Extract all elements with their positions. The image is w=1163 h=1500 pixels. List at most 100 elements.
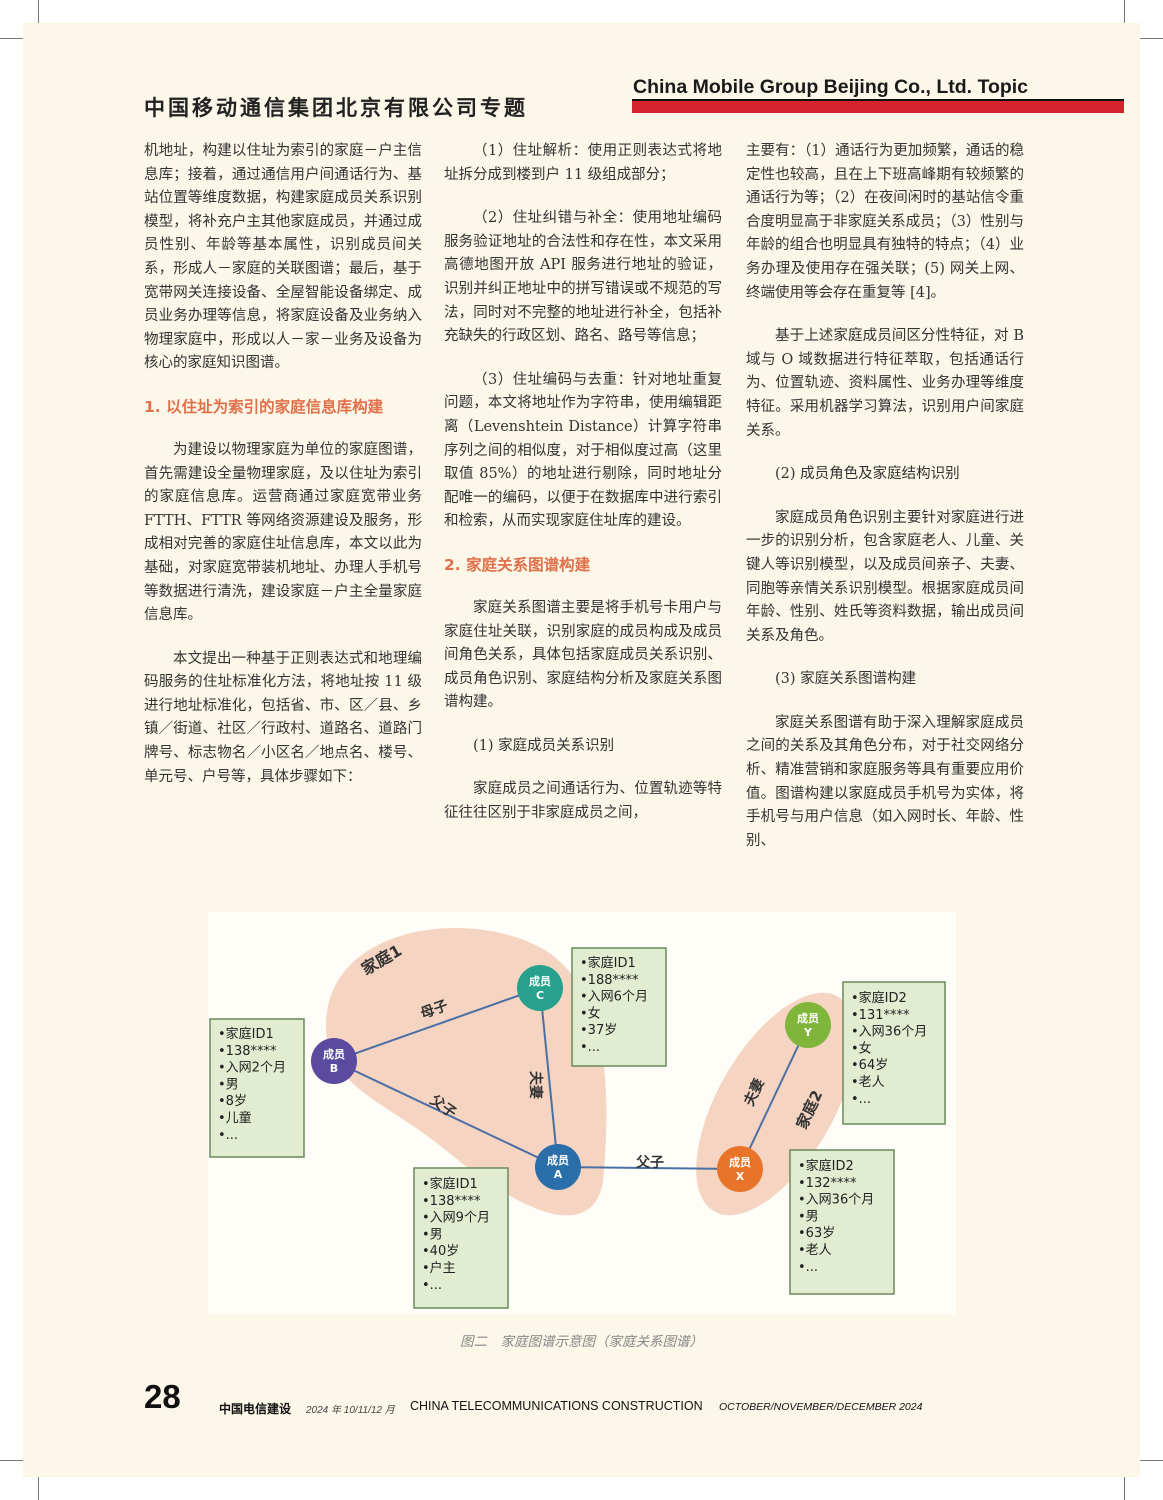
edge-a-c (539, 987, 559, 1168)
member-node-b: 成员 B (311, 1038, 357, 1084)
node-member-label: 成员 (547, 1153, 569, 1167)
issue-date-cn: 2024 年 10/11/12 月 (306, 1405, 395, 1416)
node-circle (517, 965, 563, 1011)
edge-b-c (333, 987, 541, 1062)
figure-caption: 图二 家庭图谱示意图（家庭关系图谱） (460, 1334, 703, 1350)
info-box-line: •... (580, 1040, 600, 1055)
paragraph: （2）住址纠错与补全：使用地址编码服务验证地址的合法性和存在性，本文采用高德地图… (444, 210, 722, 345)
family-graph-figure: 家庭1 家庭2 母子 夫妻 父子 父子 夫妻 成员 A 成员 B 成员 C 成员… (208, 912, 956, 1314)
info-box-line: •女 (851, 1040, 872, 1056)
header-red-bar (632, 99, 1124, 113)
paragraph: 家庭成员之间通话行为、位置轨迹等特征往往区别于非家庭成员之间， (444, 781, 722, 822)
info-box-line: •家庭ID1 (580, 955, 636, 971)
node-circle (785, 1002, 831, 1048)
info-box-line: •入网9个月 (422, 1211, 490, 1226)
info-box-line: •40岁 (422, 1244, 459, 1259)
node-circle (717, 1146, 763, 1192)
info-box-line: •8岁 (218, 1094, 247, 1109)
info-box-line: •... (851, 1092, 871, 1107)
paragraph: （1）住址解析：使用正则表达式将地址拆分成到楼到户 11 级组成部分； (444, 143, 722, 183)
edge-label-a-c: 夫妻 (527, 1071, 544, 1099)
info-box-line: •户主 (422, 1260, 456, 1276)
node-id: Y (803, 1026, 813, 1039)
info-box-b: •家庭ID1 •138**** •入网2个月•男 •8岁•儿童 •... (209, 1018, 305, 1158)
family-graph-diagram: 家庭1 家庭2 母子 夫妻 父子 父子 夫妻 成员 A 成员 B 成员 C 成员… (209, 928, 946, 1309)
info-box-line: •老人 (851, 1075, 885, 1090)
edge-label-a-x: 父子 (635, 1155, 664, 1171)
text-column-2: （1）住址解析：使用正则表达式将地址拆分成到楼到户 11 级组成部分； （2）住… (444, 140, 722, 826)
member-node-a: 成员 A (535, 1144, 581, 1190)
paragraph: 主要有：（1）通话行为更加频繁，通话的稳定性也较高，且在上下班高峰期有较频繁的通… (746, 143, 1024, 301)
info-box-line: •138**** (218, 1044, 277, 1059)
info-box-line: •132**** (798, 1176, 857, 1191)
member-node-x: 成员 X (717, 1146, 763, 1192)
section-heading-1: 1. 以住址为索引的家庭信息库构建 (144, 397, 384, 416)
info-box-line: •131**** (851, 1008, 910, 1023)
node-member-label: 成员 (797, 1011, 819, 1025)
paragraph: 为建设以物理家庭为单位的家庭图谱，首先需建设全量物理家庭，及以住址为索引的家庭信… (144, 441, 422, 624)
issue-date-en: OCTOBER/NOVEMBER/DECEMBER 2024 (719, 1401, 923, 1413)
crop-mark (1124, 0, 1125, 26)
info-box-line: •入网36个月 (798, 1193, 874, 1208)
crop-mark (1137, 1460, 1163, 1461)
page-number: 28 (144, 1378, 181, 1415)
crop-mark (0, 1460, 26, 1461)
node-member-label: 成员 (529, 974, 551, 988)
info-box-line: •138**** (422, 1194, 481, 1209)
node-id: X (736, 1170, 745, 1183)
info-box-y: •家庭ID2•131****•入网36个月•女•64岁•老人•... (842, 981, 946, 1125)
paragraph: （3）住址编码与去重：针对地址重复问题，本文将地址作为字符串，使用编辑距离（Le… (444, 371, 722, 530)
info-box-line: •... (422, 1278, 442, 1293)
paragraph: 家庭成员角色识别主要针对家庭进行进一步的识别分析，包含家庭老人、儿童、关键人等识… (746, 509, 1024, 644)
node-id: A (554, 1168, 563, 1181)
info-box-line: •男 (218, 1077, 239, 1092)
edge-a-b (333, 1060, 559, 1168)
magazine-name-cn: 中国电信建设 (219, 1402, 292, 1416)
info-box-line: •63岁 (798, 1226, 835, 1241)
info-box-a: •家庭ID1 •138**** •入网9个月•男 •40岁•户主 •... (413, 1167, 509, 1309)
crop-mark (0, 38, 26, 39)
info-box-line: •入网36个月 (851, 1025, 927, 1040)
subheading: (2) 成员角色及家庭结构识别 (775, 466, 960, 483)
paragraph: 基于上述家庭成员间区分性特征，对 B 域与 O 域数据进行特征萃取，包括通话行为… (746, 328, 1024, 439)
edge-x-y (739, 1024, 809, 1170)
info-box-c: •家庭ID1•188****•入网6个月•女•37岁•... (571, 947, 667, 1067)
section-heading-2: 2. 家庭关系图谱构建 (444, 555, 591, 574)
node-member-label: 成员 (729, 1155, 751, 1169)
info-box-line: •... (798, 1260, 818, 1275)
member-node-y: 成员 Y (785, 1002, 831, 1048)
info-box-line: •女 (580, 1005, 601, 1021)
info-box-line: •... (218, 1128, 238, 1143)
info-box-line: •家庭ID1 (422, 1176, 478, 1192)
info-box-line: •家庭ID1 (218, 1026, 274, 1042)
info-box-line: •男 (798, 1209, 819, 1224)
info-box-line: •64岁 (851, 1058, 888, 1073)
crop-mark (38, 0, 39, 26)
info-box-line: •37岁 (580, 1023, 617, 1038)
paragraph: 家庭关系图谱有助于深入理解家庭成员之间的关系及其角色分布，对于社交网络分析、精准… (746, 714, 1024, 849)
crop-mark (38, 1474, 39, 1500)
crop-mark (1124, 1474, 1125, 1500)
node-circle (311, 1038, 357, 1084)
info-box-line: •入网2个月 (218, 1061, 286, 1076)
header-title-cn: 中国移动通信集团北京有限公司专题 (144, 96, 528, 120)
info-box-line: •老人 (798, 1243, 832, 1258)
subheading: (3) 家庭关系图谱构建 (775, 671, 917, 688)
paragraph: 本文提出一种基于正则表达式和地理编码服务的住址标准化方法，将地址按 11 级进行… (144, 650, 422, 785)
text-column-3: 主要有：（1）通话行为更加频繁，通话的稳定性也较高，且在上下班高峰期有较频繁的通… (746, 140, 1024, 853)
info-box-x: •家庭ID2•132****•入网36个月•男•63岁•老人•... (789, 1149, 895, 1295)
paragraph: 家庭关系图谱主要是将手机号卡用户与家庭住址关联，识别家庭的成员构成及成员间角色关… (444, 599, 722, 711)
member-node-c: 成员 C (517, 965, 563, 1011)
crop-mark (1137, 38, 1163, 39)
node-id: B (330, 1062, 338, 1075)
node-circle (535, 1144, 581, 1190)
info-box-line: •188**** (580, 973, 639, 988)
edge-a-x (557, 1166, 741, 1170)
node-id: C (536, 989, 544, 1002)
node-member-label: 成员 (323, 1047, 345, 1061)
info-box-line: •男 (422, 1227, 443, 1242)
info-box-line: •儿童 (218, 1110, 252, 1126)
subheading: (1) 家庭成员关系识别 (473, 737, 615, 754)
header-rule (632, 99, 1124, 101)
paragraph: 机地址，构建以住址为索引的家庭－户主信息库；接着，通过通信用户间通话行为、基站位… (144, 143, 422, 372)
